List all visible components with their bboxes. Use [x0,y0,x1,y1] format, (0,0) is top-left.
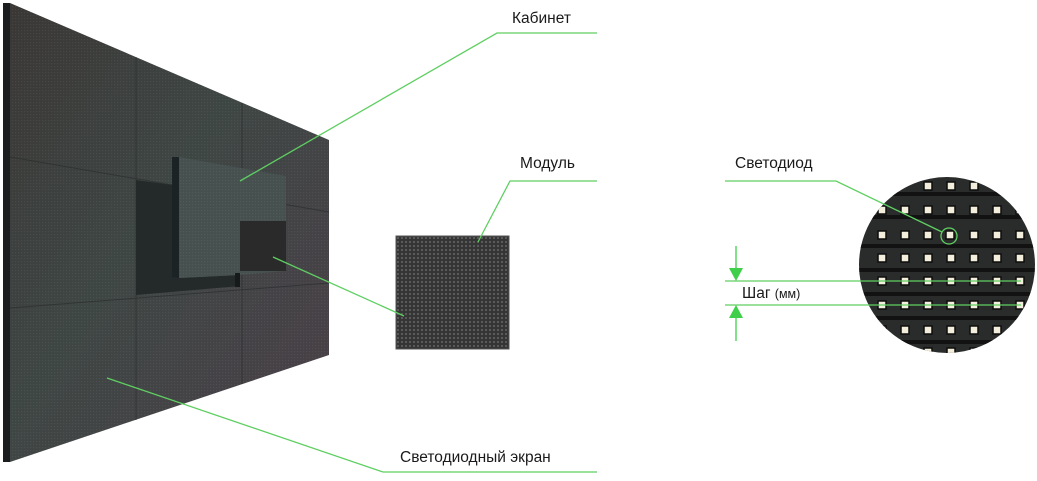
callout-lines [106,32,1021,473]
screen-callout-line [106,377,597,473]
module-callout-line [477,180,597,243]
arrow-down-icon [729,268,743,281]
module-label: Модуль [520,155,575,172]
cabinet-callout-line [239,32,597,182]
cabinet-label: Кабинет [512,10,571,27]
led-closeup [859,177,1035,353]
led-screen-wall [3,3,330,462]
led-label: Светодиод [735,155,813,172]
led-highlight-circle [940,227,958,245]
led-callout-line [725,180,943,233]
module-image [395,235,510,350]
arrow-up-icon [729,305,743,318]
module-hole-callout-line [272,256,405,317]
screen-label: Светодиодный экран [400,449,551,466]
pitch-arrows [729,246,743,341]
pitch-unit: (мм) [774,287,801,301]
pitch-label-text: Шаг [742,285,771,302]
pitch-label: Шаг (мм) [742,286,800,302]
